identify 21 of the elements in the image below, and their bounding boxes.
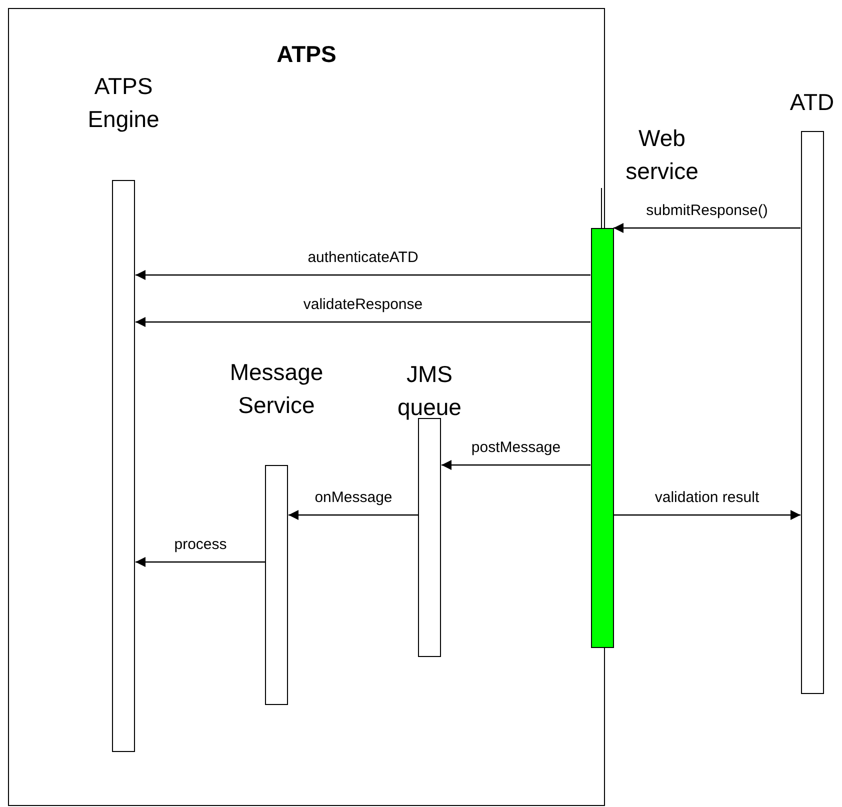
message-arrow xyxy=(136,557,266,567)
message-label: onMessage xyxy=(314,489,392,506)
message-arrow xyxy=(442,460,590,470)
message-label: validateResponse xyxy=(303,296,423,313)
lifeline-label: ATPS Engine xyxy=(86,72,160,134)
system-boundary-frame xyxy=(8,8,605,806)
lifeline-label: Message Service xyxy=(228,358,324,420)
lifeline-label: Web service xyxy=(624,124,700,186)
message-label: validation result xyxy=(654,489,760,506)
message-arrow xyxy=(614,223,800,233)
message-arrow xyxy=(614,510,800,520)
lifeline-label: JMS queue xyxy=(396,360,462,422)
message-label: submitResponse() xyxy=(646,202,768,219)
message-label: postMessage xyxy=(471,439,561,456)
frame-title: ATPS xyxy=(276,41,338,68)
message-arrow xyxy=(136,270,590,280)
message-label: authenticateATD xyxy=(308,249,418,266)
lifeline-label: ATD xyxy=(788,88,836,117)
message-arrow xyxy=(288,510,418,520)
message-label: process xyxy=(174,536,227,553)
message-arrow xyxy=(136,317,590,327)
